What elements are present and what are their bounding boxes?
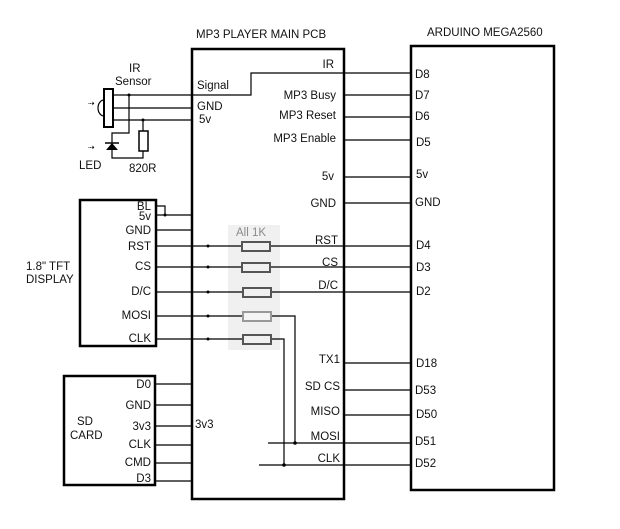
tft-pin-cs: CS <box>135 261 151 273</box>
pin-label-rst: RST <box>315 235 338 247</box>
arduino-pin-d8: D8 <box>415 69 430 81</box>
arduino-pin-d18: D18 <box>416 358 437 370</box>
pin-label-miso: MISO <box>311 406 340 418</box>
arduino-pin-d50: D50 <box>416 409 437 421</box>
sd-card-box <box>62 374 157 487</box>
tft-label-line2: DISPLAY <box>26 274 74 286</box>
resistor-1k-dc <box>242 287 272 298</box>
tft-pin-dc: D/C <box>131 286 151 298</box>
arduino-pin-d7: D7 <box>415 90 430 102</box>
sd-pin-d3: D3 <box>136 473 151 485</box>
pin-label-left-5v: 5v <box>199 114 211 126</box>
tft-display-box <box>78 198 158 348</box>
arduino-pin-d6: D6 <box>415 111 430 123</box>
resistor-1k-mosi <box>242 311 272 322</box>
arduino-pin-d3: D3 <box>416 262 431 274</box>
arduino-pin-gnd: GND <box>415 197 441 209</box>
tft-pin-rst: RST <box>128 241 151 253</box>
svg-text:⇢: ⇢ <box>88 99 95 108</box>
pin-label-gnd: GND <box>310 198 336 210</box>
ir-sensor-label-line2: Sensor <box>115 76 152 88</box>
pin-label-5v: 5v <box>322 171 334 183</box>
arduino-pin-d2: D2 <box>416 286 431 298</box>
resistor-820r-icon <box>138 130 149 152</box>
pin-label-cs: CS <box>322 257 338 269</box>
sd-card-label-line1: SD <box>77 416 93 428</box>
arduino-pin-d53: D53 <box>415 385 436 397</box>
sd-card-label-line2: CARD <box>70 430 103 442</box>
tft-pin-bl: BL <box>137 201 152 213</box>
sd-pin-gnd: GND <box>125 400 151 412</box>
resistor-820r-label: 820R <box>129 163 157 175</box>
ir-sensor-label-line1: IR <box>129 63 141 75</box>
ir-sensor-icon: ⇢ <box>88 88 114 128</box>
sd-card-wires <box>155 383 192 482</box>
junction-dot <box>141 118 145 122</box>
arduino-pin-d51: D51 <box>415 436 436 448</box>
pin-label-signal: Signal <box>197 80 229 92</box>
tft-label-line1: 1.8" TFT <box>26 261 70 273</box>
tft-pin-clk: CLK <box>129 333 152 345</box>
tft-wires <box>156 205 411 467</box>
pin-label-mp3-reset: MP3 Reset <box>279 110 337 122</box>
resistor-1k-cs <box>241 262 271 273</box>
arduino-pin-d4: D4 <box>416 240 431 252</box>
resistor-array-label: All 1K <box>236 227 266 239</box>
pin-label-dc: D/C <box>318 280 338 292</box>
pin-label-left-gnd: GND <box>197 101 223 113</box>
tft-pin-5v: 5v <box>139 211 151 223</box>
sd-pin-clk: CLK <box>129 439 152 451</box>
resistor-1k-clk <box>242 334 272 345</box>
led-label: LED <box>79 160 101 172</box>
pin-label-sd-cs: SD CS <box>305 381 340 393</box>
sd-pin-3v3: 3v3 <box>132 421 151 433</box>
pin-label-tx1: TX1 <box>319 354 340 366</box>
mp3-pcb-title: MP3 PLAYER MAIN PCB <box>196 29 326 41</box>
mp3-pcb-box <box>190 47 346 501</box>
tft-pin-gnd: GND <box>125 225 151 237</box>
mp3-to-arduino-wires <box>120 72 411 466</box>
led-icon: ⇢ <box>88 142 119 152</box>
pin-label-mp3-enable: MP3 Enable <box>273 133 336 145</box>
pin-label-clk: CLK <box>318 453 341 465</box>
sd-pin-d0: D0 <box>136 379 151 391</box>
arduino-box <box>409 44 556 492</box>
pin-label-3v3: 3v3 <box>195 419 214 431</box>
arduino-title: ARDUINO MEGA2560 <box>427 27 543 39</box>
arduino-pin-5v: 5v <box>416 169 428 181</box>
pin-label-ir: IR <box>323 59 335 71</box>
resistor-1k-rst <box>241 241 271 252</box>
junction-dot <box>127 93 131 97</box>
tft-pin-mosi: MOSI <box>122 310 151 322</box>
sd-pin-cmd: CMD <box>125 457 151 469</box>
wire-ir-signal <box>120 72 411 96</box>
svg-text:⇢: ⇢ <box>88 143 95 152</box>
pin-label-mosi: MOSI <box>311 431 340 443</box>
arduino-pin-d52: D52 <box>415 458 436 470</box>
arduino-pin-d5: D5 <box>416 137 431 149</box>
pin-label-mp3-busy: MP3 Busy <box>284 90 337 102</box>
